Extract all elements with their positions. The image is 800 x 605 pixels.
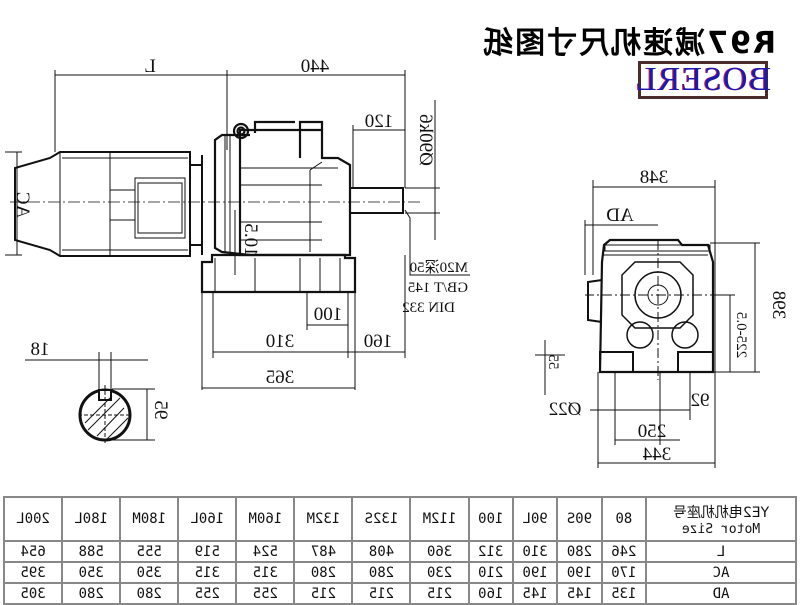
dim-92: 92: [691, 390, 710, 411]
cell: 246: [601, 541, 646, 562]
cell: 280: [294, 562, 353, 583]
dimension-labels: L 440 120 Ø90k6 AC 10.5 100 310 160 365 …: [12, 56, 789, 465]
dim-250: 250: [638, 421, 667, 442]
shaft-key-section: [25, 352, 155, 445]
motor-size-table: YE2电机机座号 Motor Size 80 90S 90L 100 112M …: [3, 496, 797, 605]
col-header: 132M: [294, 497, 353, 541]
dim-365: 365: [266, 367, 295, 388]
dim-398: 398: [768, 291, 789, 320]
dimension-lines-bottom: [201, 210, 406, 390]
col-header: 132S: [352, 497, 411, 541]
dim-AD: AD: [606, 205, 633, 226]
thread-note-line-3: DIN 332: [402, 300, 455, 316]
table-row: AC 170 190 190 210 230 280 280 315 315 3…: [4, 562, 796, 583]
technical-drawing: L 440 120 Ø90k6 AC 10.5 100 310 160 365 …: [5, 56, 789, 468]
row-label: AC: [646, 562, 796, 583]
table-header-row: YE2电机机座号 Motor Size 80 90S 90L 100 112M …: [4, 497, 796, 541]
col-header: 90L: [512, 497, 558, 541]
dim-key-width: 18: [31, 339, 50, 360]
thread-note-line-1: M20深50: [410, 259, 468, 276]
gearbox-end-view: [585, 238, 720, 380]
cell: 230: [410, 562, 469, 583]
cell: 524: [236, 541, 295, 562]
dim-bolt-hole: Ø22: [549, 399, 582, 420]
thread-note-line-2: GB/T 145: [408, 280, 468, 296]
cell: 315: [236, 562, 295, 583]
col-header: 80: [601, 497, 646, 541]
dimension-lines-top: [5, 70, 470, 276]
col-header: 90S: [557, 497, 602, 541]
cell: 588: [62, 541, 121, 562]
end-view-dimension-lines: [535, 180, 760, 468]
cell: 310: [512, 541, 558, 562]
dim-AC: AC: [12, 192, 33, 218]
col-header: 160M: [236, 497, 295, 541]
cell: 315: [178, 562, 237, 583]
cell: 210: [468, 562, 513, 583]
col-header: 100: [468, 497, 513, 541]
gear-housing-detail-lines: [214, 135, 341, 292]
dim-344: 344: [642, 444, 671, 465]
cell: 350: [120, 562, 179, 583]
table-row: L 246 280 310 312 360 408 487 524 519 55…: [4, 541, 796, 562]
cell: 170: [601, 562, 646, 583]
dim-100: 100: [314, 304, 343, 325]
cell: 408: [352, 541, 411, 562]
col-header: 180L: [62, 497, 121, 541]
cell: 280: [557, 541, 602, 562]
cell: 555: [120, 541, 179, 562]
output-shaft: [349, 187, 404, 214]
dim-shaft-dia: Ø90k6: [415, 114, 436, 166]
cell: 350: [62, 562, 121, 583]
dim-310: 310: [266, 331, 295, 352]
dim-160: 160: [364, 331, 393, 352]
cell: 360: [410, 541, 469, 562]
col-header: 160L: [178, 497, 237, 541]
cell: 395: [4, 562, 63, 583]
cell: 487: [294, 541, 353, 562]
col-header: 112M: [410, 497, 469, 541]
electric-motor: [14, 151, 203, 257]
dim-55: 55: [545, 355, 561, 370]
cell: 190: [557, 562, 602, 583]
dim-key-height: 95: [150, 401, 171, 420]
cell: 519: [178, 541, 237, 562]
cell: 654: [4, 541, 63, 562]
dim-440: 440: [301, 56, 330, 77]
row-label: L: [646, 541, 796, 562]
table-header-label: YE2电机机座号 Motor Size: [646, 497, 796, 541]
cell: 280: [352, 562, 411, 583]
dim-10-5: 10.5: [240, 223, 261, 256]
cell: 190: [512, 562, 558, 583]
dim-225: 225-0.5: [733, 312, 749, 358]
dim-120: 120: [365, 111, 394, 132]
dim-L: L: [144, 56, 156, 77]
col-header: 180M: [120, 497, 179, 541]
col-header: 200L: [4, 497, 63, 541]
dim-348: 348: [640, 167, 669, 188]
cell: 312: [468, 541, 513, 562]
